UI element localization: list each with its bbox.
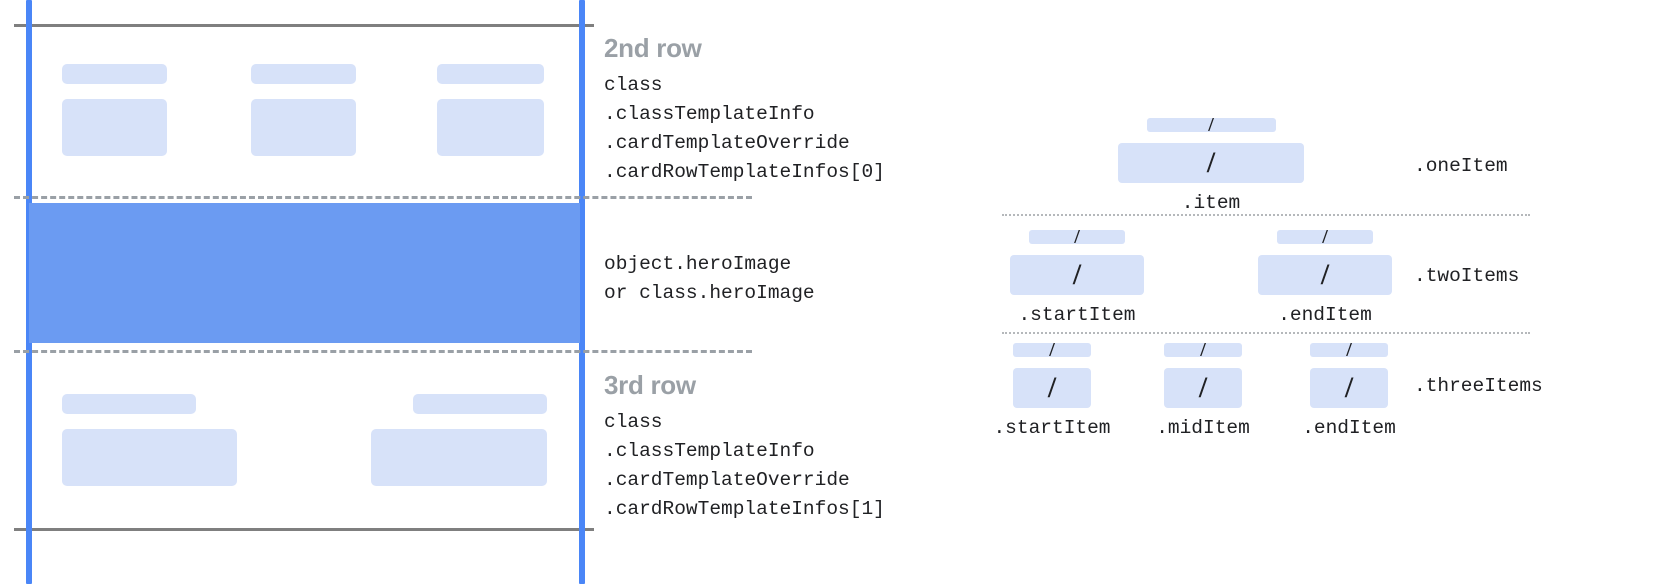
three-items-start-caption: .startItem xyxy=(993,417,1111,439)
three-items-end-cell: / / .endItem xyxy=(1302,339,1396,439)
three-items-end-small-bar: / xyxy=(1310,339,1388,361)
annotation-second-row: 2nd row class .classTemplateInfo .cardTe… xyxy=(604,33,885,187)
one-item-big-bar: / xyxy=(1118,143,1304,183)
row2-col1-value-placeholder xyxy=(62,99,167,156)
two-items-end-caption: .endItem xyxy=(1278,304,1372,326)
slash-icon: / xyxy=(1074,226,1080,248)
third-row-title: 3rd row xyxy=(604,370,696,400)
three-items-mid-cell: / / .midItem xyxy=(1156,339,1250,439)
card-bottom-border xyxy=(14,528,594,531)
row3-col1-label-placeholder xyxy=(62,394,196,414)
third-row-code-line-3: .cardRowTemplateInfos[1] xyxy=(604,498,885,520)
slash-icon: / xyxy=(1049,339,1055,361)
card-top-border xyxy=(14,24,594,27)
three-items-end-caption: .endItem xyxy=(1302,417,1396,439)
slash-icon: / xyxy=(1208,114,1214,136)
row3-col2-label-placeholder xyxy=(413,394,547,414)
second-row-title: 2nd row xyxy=(604,33,702,63)
slash-icon: / xyxy=(1047,371,1057,404)
three-items-mid-small-bar: / xyxy=(1164,339,1242,361)
hero-image-band xyxy=(29,203,580,343)
two-items-start-caption: .startItem xyxy=(1018,304,1136,326)
three-items-start-big-bar: / xyxy=(1013,368,1091,408)
two-items-end-small-bar: / xyxy=(1277,226,1373,248)
row2-col3-value-placeholder xyxy=(437,99,544,156)
slash-icon: / xyxy=(1206,146,1216,179)
slash-icon: / xyxy=(1320,258,1330,291)
group-label-three-items: .threeItems xyxy=(1414,375,1543,397)
two-items-end-big-bar: / xyxy=(1258,255,1392,295)
row2-col3-label-placeholder xyxy=(437,64,544,84)
row2-col2-value-placeholder xyxy=(251,99,356,156)
three-items-start-small-bar: / xyxy=(1013,339,1091,361)
slash-icon: / xyxy=(1344,371,1354,404)
two-items-start-small-bar: / xyxy=(1029,226,1125,248)
one-item-small-bar: / xyxy=(1146,114,1276,136)
two-items-end-cell: / / .endItem xyxy=(1258,226,1392,326)
second-row-code-line-1: .classTemplateInfo xyxy=(604,103,815,125)
second-row-code-line-3: .cardRowTemplateInfos[0] xyxy=(604,161,885,183)
group-divider-2 xyxy=(1002,332,1530,334)
hero-code-line-0: object.heroImage xyxy=(604,253,792,275)
row2-col2-label-placeholder xyxy=(251,64,356,84)
annotation-hero-image: object.heroImage or class.heroImage xyxy=(604,250,815,308)
three-items-end-big-bar: / xyxy=(1310,368,1388,408)
three-items-start-cell: / / .startItem xyxy=(993,339,1110,439)
two-items-start-cell: / / .startItem xyxy=(1010,226,1144,326)
group-label-one-item: .oneItem xyxy=(1414,155,1508,177)
group-divider-1 xyxy=(1002,214,1530,216)
one-item-cell: / / .item xyxy=(1118,114,1304,214)
slash-icon: / xyxy=(1198,371,1208,404)
row3-col1-value-placeholder xyxy=(62,429,237,486)
group-label-two-items: .twoItems xyxy=(1414,265,1520,287)
one-item-caption: .item xyxy=(1181,192,1241,214)
row3-col2-value-placeholder xyxy=(371,429,547,486)
slash-icon: / xyxy=(1072,258,1082,291)
second-row-code-line-2: .cardTemplateOverride xyxy=(604,132,850,154)
three-items-mid-caption: .midItem xyxy=(1156,417,1250,439)
third-row-code-line-1: .classTemplateInfo xyxy=(604,440,815,462)
annotation-third-row: 3rd row class .classTemplateInfo .cardTe… xyxy=(604,370,885,524)
two-items-start-big-bar: / xyxy=(1010,255,1144,295)
third-row-code-line-0: class xyxy=(604,411,663,433)
slash-icon: / xyxy=(1200,339,1206,361)
card-right-rail xyxy=(579,0,585,584)
row2-col1-label-placeholder xyxy=(62,64,167,84)
third-row-code-line-2: .cardTemplateOverride xyxy=(604,469,850,491)
second-row-code-line-0: class xyxy=(604,74,663,96)
three-items-mid-big-bar: / xyxy=(1164,368,1242,408)
slash-icon: / xyxy=(1322,226,1328,248)
hero-code-line-1: or class.heroImage xyxy=(604,282,815,304)
row-divider-top xyxy=(14,196,752,199)
slash-icon: / xyxy=(1346,339,1352,361)
row-divider-bottom xyxy=(14,350,752,353)
